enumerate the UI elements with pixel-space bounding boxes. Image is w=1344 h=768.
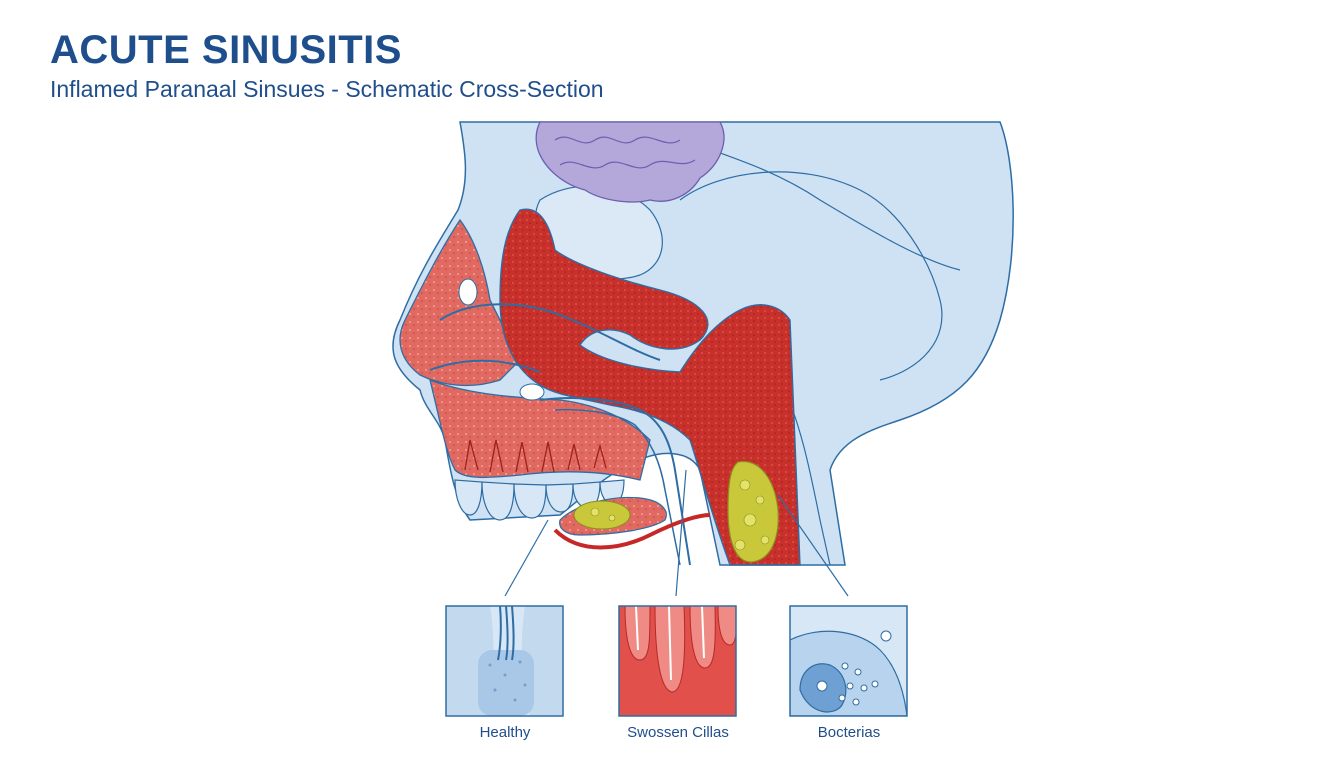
tooth-roots: [464, 439, 607, 473]
brain-folds: [554, 136, 696, 169]
inset-label-swollen: Swossen Cillas: [627, 724, 729, 741]
callout-line-bacteria: [777, 494, 849, 597]
pus-deposit-mouth: [573, 500, 631, 530]
airway-2: [554, 408, 681, 566]
callout-line-swollen: [675, 469, 687, 597]
ethmoid-air-pocket: [519, 383, 545, 401]
lower-jaw-vessel: [553, 513, 711, 550]
inset-label-bacteria: Bocterias: [817, 724, 881, 741]
cranial-contour: [679, 171, 943, 381]
nasal-passage-2: [429, 359, 541, 373]
nasal-passage: [439, 303, 661, 361]
frontal-air-pocket: [458, 278, 478, 306]
inset-bacteria-frame: [789, 605, 908, 717]
inset-swollen: [619, 606, 736, 716]
airway: [539, 397, 691, 566]
pus-bubbles: [590, 479, 770, 551]
inset-healthy: [446, 606, 563, 716]
inset-bacteria: [790, 606, 907, 716]
nasal-tissue: [399, 218, 521, 387]
page-title: ACUTE SINUSITIS: [50, 28, 402, 72]
callout-line-healthy: [504, 519, 549, 597]
inflamed-sinus-tissue: [499, 208, 801, 566]
inset-label-healthy: Healthy: [479, 724, 531, 741]
inset-healthy-frame: [445, 605, 564, 717]
page-subtitle: Inflamed Paranaal Sinsues - Schematic Cr…: [50, 76, 604, 102]
inset-swollen-frame: [618, 605, 737, 717]
